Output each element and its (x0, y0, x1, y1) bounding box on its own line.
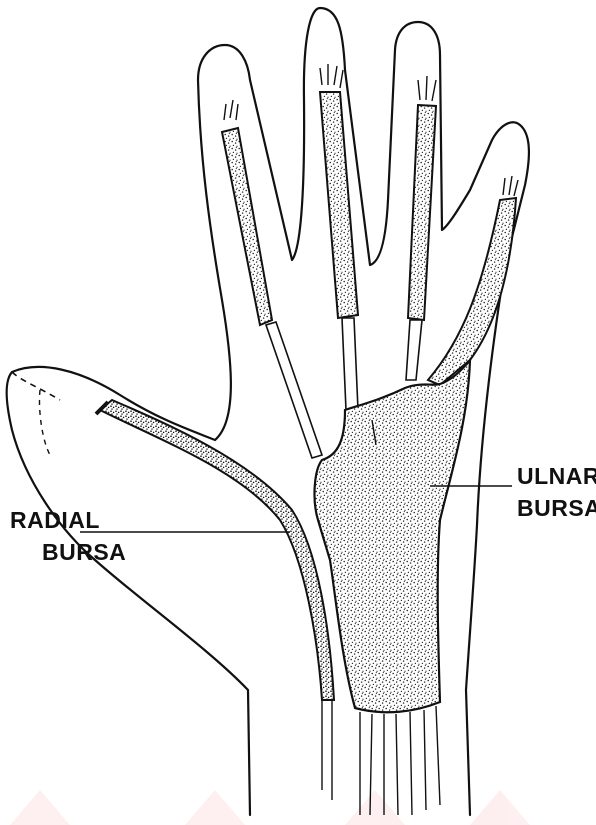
thumb-tip-dashed (12, 372, 60, 400)
ulnar-bursa-label-line2: BURSA (517, 495, 596, 521)
radial-bursa (96, 400, 334, 700)
thumb-nail-dashed (39, 390, 50, 455)
middle-finger-tendon-sheath (320, 64, 358, 410)
ring-finger-tendon-sheath (406, 76, 436, 380)
index-finger-tendon-sheath (222, 100, 322, 458)
ulnar-bursa (315, 360, 470, 712)
radial-bursa-label-line2: BURSA (42, 539, 126, 565)
radial-bursa-label-line1: RADIAL (10, 507, 100, 533)
watermark (10, 790, 530, 825)
ulnar-bursa-label-line1: ULNAR (517, 463, 596, 489)
